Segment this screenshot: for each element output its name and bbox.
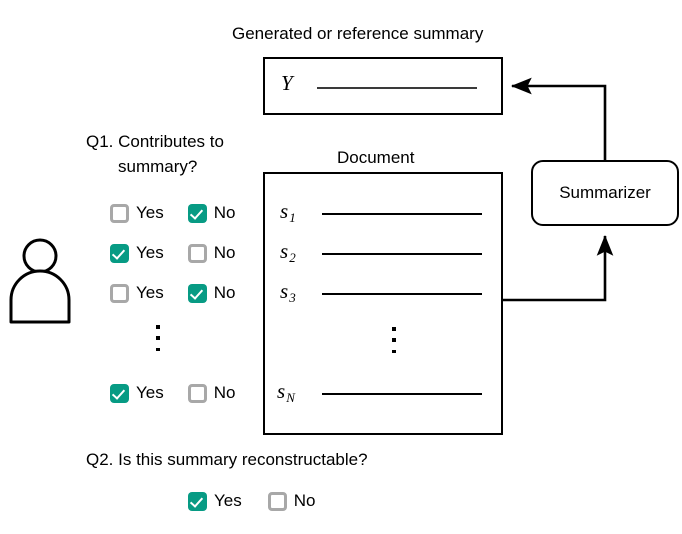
- arrow-summarizer-to-summary: [510, 77, 607, 160]
- q1-row-1-yes-checkbox[interactable]: [110, 203, 129, 223]
- q2-yes-checkbox[interactable]: [188, 491, 207, 511]
- q1-rows-ellipsis: [156, 325, 160, 351]
- question-2: Q2. Is this summary reconstructable?: [86, 450, 368, 469]
- summary-box: Y: [263, 57, 503, 115]
- document-caption: Document: [337, 148, 415, 167]
- q1-row-n-yes-option[interactable]: Yes: [110, 383, 164, 403]
- q1-row-2-yes-label: Yes: [136, 243, 164, 262]
- q1-row-3-no-checkbox[interactable]: [187, 283, 207, 303]
- q2-yes-option[interactable]: Yes: [188, 491, 242, 511]
- q1-row-n-no-label: No: [213, 383, 236, 402]
- sentence-2-line: [322, 253, 482, 255]
- q1-row-n-no-checkbox[interactable]: [187, 383, 207, 403]
- q1-row-n[interactable]: Yes No: [110, 383, 235, 403]
- q1-row-2-no-label: No: [213, 243, 236, 262]
- q1-row-1-no-checkbox[interactable]: [187, 203, 207, 223]
- q2-no-checkbox[interactable]: [267, 491, 287, 511]
- q1-row-1-yes-option[interactable]: Yes: [110, 203, 164, 223]
- q1-row-2-no-option[interactable]: No: [187, 243, 236, 263]
- q1-row-1-no-option[interactable]: No: [187, 203, 236, 223]
- question-1-line-1: Q1. Contributes to: [86, 132, 224, 151]
- q1-row-1[interactable]: Yes No: [110, 203, 235, 223]
- sentence-2-subscript: 2: [289, 249, 296, 265]
- sentence-1-label: s1: [280, 201, 296, 224]
- question-1-line-2: summary?: [118, 157, 198, 176]
- q1-row-3-yes-label: Yes: [136, 283, 164, 302]
- summarizer-label: Summarizer: [559, 183, 651, 202]
- sentence-n-label: sN: [277, 381, 295, 404]
- q1-row-3-yes-option[interactable]: Yes: [110, 283, 164, 303]
- sentence-2-label: s2: [280, 241, 296, 264]
- q1-row-2-yes-checkbox[interactable]: [110, 243, 129, 263]
- document-sentences-ellipsis: [392, 327, 396, 353]
- q1-row-2-yes-option[interactable]: Yes: [110, 243, 164, 263]
- q2-answer-row[interactable]: Yes No: [188, 491, 315, 511]
- summary-caption: Generated or reference summary: [232, 24, 484, 43]
- human-annotator-icon: [8, 238, 72, 324]
- sentence-2-symbol: s: [280, 239, 289, 263]
- q2-no-label: No: [293, 491, 316, 510]
- q1-row-n-yes-checkbox[interactable]: [110, 383, 129, 403]
- summary-text-line: [317, 87, 477, 89]
- sentence-1-line: [322, 213, 482, 215]
- q1-row-n-yes-label: Yes: [136, 383, 164, 402]
- sentence-3-line: [322, 293, 482, 295]
- document-box: [263, 172, 503, 435]
- sentence-1-symbol: s: [280, 199, 289, 223]
- sentence-3-subscript: 3: [289, 289, 296, 305]
- sentence-1-subscript: 1: [289, 209, 296, 225]
- sentence-n-line: [322, 393, 482, 395]
- q1-row-3[interactable]: Yes No: [110, 283, 235, 303]
- summarizer-box[interactable]: Summarizer: [531, 160, 679, 226]
- q2-no-option[interactable]: No: [267, 491, 316, 511]
- q1-row-2-no-checkbox[interactable]: [187, 243, 207, 263]
- summary-symbol-label: Y: [281, 71, 293, 95]
- q1-row-1-no-label: No: [213, 203, 236, 222]
- sentence-3-label: s3: [280, 281, 296, 304]
- q1-row-1-yes-label: Yes: [136, 203, 164, 222]
- q2-yes-label: Yes: [214, 491, 242, 510]
- q1-row-3-no-option[interactable]: No: [187, 283, 236, 303]
- q1-row-3-no-label: No: [213, 283, 236, 302]
- q1-row-2[interactable]: Yes No: [110, 243, 235, 263]
- arrow-document-to-summarizer: [503, 234, 614, 302]
- q1-row-3-yes-checkbox[interactable]: [110, 283, 129, 303]
- sentence-3-symbol: s: [280, 279, 289, 303]
- sentence-n-symbol: s: [277, 379, 286, 403]
- sentence-n-subscript: N: [286, 389, 295, 405]
- q1-row-n-no-option[interactable]: No: [187, 383, 236, 403]
